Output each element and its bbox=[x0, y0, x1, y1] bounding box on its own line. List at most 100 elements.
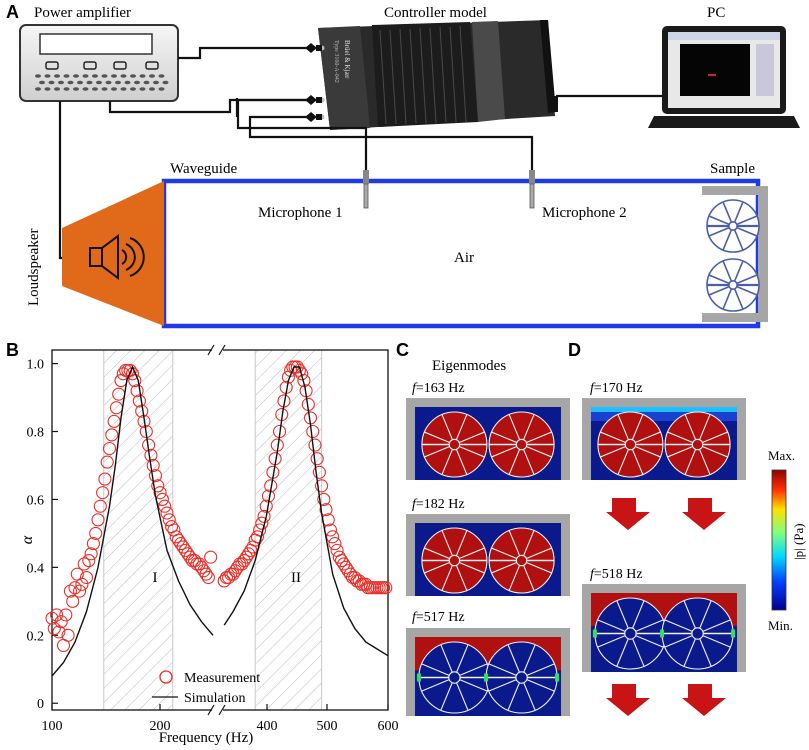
resonator-spoke bbox=[421, 679, 450, 692]
measurement-point bbox=[352, 574, 366, 588]
measurement-point bbox=[169, 530, 183, 544]
mode-d1-label: f=170 Hz bbox=[590, 381, 643, 396]
resonator-spoke bbox=[508, 530, 521, 556]
measurement-point bbox=[128, 374, 142, 388]
field-hotspot bbox=[555, 673, 560, 682]
pc-label: PC bbox=[707, 5, 725, 21]
resonator-spoke bbox=[456, 682, 469, 711]
resonator-spoke bbox=[597, 635, 626, 648]
resonator-spoke bbox=[736, 274, 758, 285]
resonator-unit bbox=[661, 597, 734, 670]
resonator-spoke bbox=[455, 414, 468, 440]
measurement-point bbox=[105, 428, 119, 442]
measurement-point bbox=[332, 550, 346, 564]
resonator-spoke bbox=[455, 449, 468, 475]
measurement-point bbox=[151, 479, 165, 493]
panel-b-letter: B bbox=[6, 340, 19, 360]
resonator-spoke bbox=[684, 449, 697, 475]
x-tick-label: 400 bbox=[257, 719, 278, 734]
resonator-spoke bbox=[421, 663, 450, 676]
grille-hole bbox=[134, 80, 140, 85]
grille-hole bbox=[120, 87, 127, 91]
measurement-point bbox=[192, 557, 206, 571]
measurement-point bbox=[148, 469, 163, 483]
grille-hole bbox=[149, 87, 155, 91]
sample-frame bbox=[702, 186, 768, 322]
resonator-spoke bbox=[722, 201, 733, 223]
measurement-point bbox=[54, 615, 68, 629]
cable-connectors bbox=[305, 43, 322, 122]
resonator-unit bbox=[706, 258, 760, 312]
resonator-spoke bbox=[736, 226, 758, 237]
resonator-spoke bbox=[488, 679, 517, 692]
grille-hole bbox=[120, 74, 127, 78]
resonator-unit bbox=[706, 199, 760, 253]
resonator-unit bbox=[418, 641, 491, 714]
resonator-spoke bbox=[736, 285, 758, 296]
resonator-unit bbox=[485, 641, 558, 714]
measurement-point bbox=[239, 550, 253, 564]
resonator-unit bbox=[488, 527, 555, 594]
resonator-spoke bbox=[508, 449, 521, 475]
power-amplifier-label: Power amplifier bbox=[34, 5, 131, 21]
measurement-point bbox=[176, 540, 190, 554]
microphone-1-label: Microphone 1 bbox=[258, 205, 343, 221]
resonator-spoke bbox=[523, 414, 535, 440]
measurement-point bbox=[47, 621, 61, 636]
measurement-point bbox=[86, 537, 100, 551]
shaded-region bbox=[103, 349, 174, 711]
resonator-spoke bbox=[733, 229, 744, 251]
resonator-spoke bbox=[616, 600, 629, 629]
axis-break-gap bbox=[212, 345, 223, 355]
measurement-point bbox=[312, 465, 326, 479]
incident-arrow-2 bbox=[682, 498, 726, 530]
legend-measurement: Measurement bbox=[184, 671, 260, 686]
resonator-spoke bbox=[507, 682, 520, 711]
grille-hole bbox=[44, 87, 51, 91]
incident-arrow-1 bbox=[606, 498, 650, 530]
measurement-point bbox=[84, 547, 98, 561]
grille-hole bbox=[86, 80, 93, 85]
panel-a-letter: A bbox=[6, 2, 19, 22]
resonator-spoke bbox=[459, 445, 485, 458]
legend-simulation: Simulation bbox=[184, 691, 245, 706]
grille-hole bbox=[139, 74, 146, 78]
resonator-unit bbox=[597, 411, 664, 478]
measurement-point bbox=[306, 424, 320, 439]
measurement-point bbox=[100, 455, 114, 469]
measurement-point bbox=[158, 499, 172, 513]
grille-hole bbox=[54, 87, 60, 91]
resonator-spoke bbox=[722, 288, 733, 310]
grille-hole bbox=[63, 74, 70, 78]
resonator-spoke bbox=[683, 600, 696, 629]
resonator-hub bbox=[515, 438, 528, 451]
field-hotspot bbox=[660, 629, 665, 638]
resonator-spoke bbox=[424, 431, 450, 444]
controller-label: Controller model bbox=[384, 5, 487, 21]
chart-legend: Measurement Simulation bbox=[152, 670, 260, 706]
resonator-spoke bbox=[508, 565, 521, 591]
resonator-spoke bbox=[491, 445, 517, 458]
grille-hole bbox=[82, 87, 89, 91]
grille-hole bbox=[73, 87, 79, 91]
panel-a: A Power amplifier Controller model bbox=[6, 2, 800, 329]
grille-hole bbox=[77, 80, 83, 85]
resonator-spoke bbox=[699, 638, 712, 667]
incident-arrow-3 bbox=[606, 684, 650, 716]
axis-break-mark bbox=[218, 704, 226, 716]
resonator-spoke bbox=[526, 679, 555, 692]
colorbar-label: |p| (Pa) bbox=[791, 523, 806, 560]
resonator-hub bbox=[624, 438, 637, 451]
grille-hole bbox=[130, 87, 136, 91]
resonator-hub bbox=[691, 627, 704, 640]
resonator-spoke bbox=[635, 619, 664, 632]
resonator-spoke bbox=[523, 449, 535, 475]
measurement-point bbox=[297, 374, 311, 388]
mode-c1-label: f=163 Hz bbox=[412, 381, 465, 396]
measurement-point bbox=[63, 584, 77, 598]
resonator-spoke bbox=[635, 431, 661, 444]
measurement-point bbox=[52, 625, 66, 639]
measurement-point bbox=[181, 547, 195, 561]
resonator-spoke bbox=[507, 644, 520, 673]
resonator-spoke bbox=[664, 619, 693, 632]
